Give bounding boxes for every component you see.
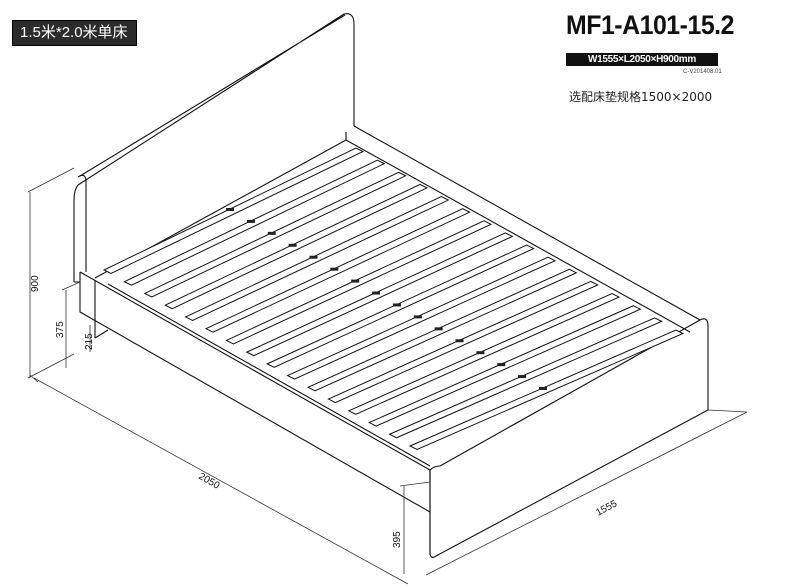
slat-clip — [413, 315, 422, 319]
slat-clip — [330, 267, 339, 271]
headboard — [73, 13, 355, 283]
dim-line-width — [425, 409, 748, 576]
dim-label-width: 1555 — [594, 498, 619, 518]
slat-clip — [539, 387, 547, 390]
slat-clip — [226, 208, 234, 211]
version-code: C-V201408.01 — [683, 69, 722, 75]
slat-clip — [476, 351, 485, 355]
model-number: MF1-A101-15.2 — [566, 10, 734, 40]
slat-clip — [455, 339, 464, 343]
slat-clip — [372, 291, 381, 295]
slat-clip — [518, 375, 527, 379]
slat-clip — [288, 243, 297, 247]
slat-clip — [392, 303, 401, 307]
slat-clip — [267, 231, 276, 235]
dim-label-rail-height: 375 — [55, 321, 66, 338]
dim-label-length: 2050 — [197, 471, 222, 492]
dim-line-length — [29, 374, 409, 585]
footboard — [429, 318, 709, 558]
slat-clip — [434, 327, 443, 331]
slat-clip — [351, 279, 360, 283]
dim-line-foot — [399, 481, 431, 574]
bed-size-tag: 1.5米*2.0米单床 — [12, 20, 137, 46]
slat-clip — [309, 255, 318, 259]
slat-clip — [497, 363, 506, 367]
dim-line-rail — [61, 281, 81, 368]
side-rail-right — [345, 125, 701, 333]
headboard-face — [77, 174, 87, 272]
dim-line-height — [27, 167, 75, 379]
dim-label-leg-clearance: 215 — [84, 333, 95, 350]
dim-label-head-height: 900 — [30, 275, 41, 292]
slat-group — [102, 147, 685, 451]
slat-clip — [246, 219, 255, 223]
mattress-spec-note: 选配床垫规格1500×2000 — [569, 90, 713, 104]
overall-dimensions: W1555×L2050×H900mm — [566, 53, 718, 66]
dim-label-foot-height: 395 — [392, 531, 403, 548]
side-rail-bottom — [94, 320, 109, 339]
